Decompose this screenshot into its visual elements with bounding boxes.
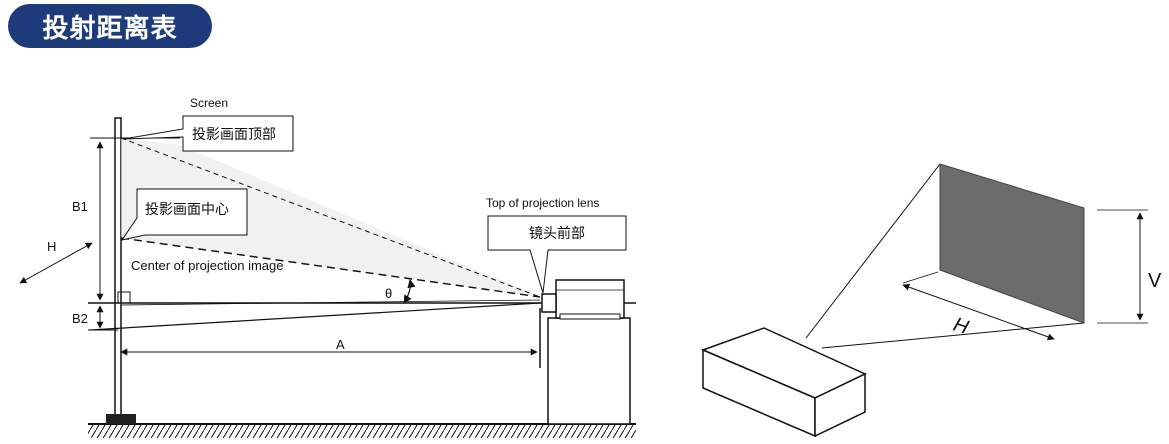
a-label: A xyxy=(336,337,345,352)
projector-body xyxy=(555,279,625,319)
b2-label: B2 xyxy=(72,311,88,326)
page-title: 投射距离表 xyxy=(8,4,212,48)
beam-bottom-line xyxy=(89,302,541,331)
screen-base xyxy=(106,414,136,424)
screen-pole xyxy=(114,117,122,419)
v-label: V xyxy=(1148,270,1162,292)
b1-label: B1 xyxy=(72,199,88,214)
h-dimension-perspective xyxy=(902,283,1055,341)
callout-lens-top-text: 镜头前部 xyxy=(529,225,585,242)
callout-screen-top: 投影画面顶部 xyxy=(122,115,294,152)
perspective-screen xyxy=(939,163,1085,324)
callout-screen-center: 投影画面中心 xyxy=(120,188,248,241)
callout-lens-top: 镜头前部 xyxy=(487,215,627,294)
floor-hatch xyxy=(88,424,636,438)
projector-perspective xyxy=(700,327,867,438)
theta-label: θ xyxy=(385,286,392,301)
h-label-side: H xyxy=(47,239,56,254)
beam-center-dashed xyxy=(120,237,541,298)
perspective-view: H V xyxy=(700,163,1162,438)
lens-top-label: Top of projection lens xyxy=(486,196,599,210)
screen-label: Screen xyxy=(190,96,228,110)
beam-bottom-inner xyxy=(120,299,541,306)
projector-side xyxy=(541,279,631,425)
center-label: Center of projection image xyxy=(131,258,283,273)
h-diagonal-dimension xyxy=(19,242,93,284)
beam-top-dashed xyxy=(120,137,541,298)
callout-screen-top-text: 投影画面顶部 xyxy=(192,127,276,143)
projector-stand xyxy=(547,317,631,425)
callout-screen-center-text: 投影画面中心 xyxy=(145,202,229,218)
beam-edge-top xyxy=(805,163,941,339)
side-view: B1 B2 H A θ Screen 投影画面顶部 xyxy=(19,96,636,438)
theta-arc xyxy=(403,279,416,304)
right-angle-marker xyxy=(117,291,131,304)
h-label-perspective: H xyxy=(951,314,972,340)
projector-lens xyxy=(541,293,557,313)
